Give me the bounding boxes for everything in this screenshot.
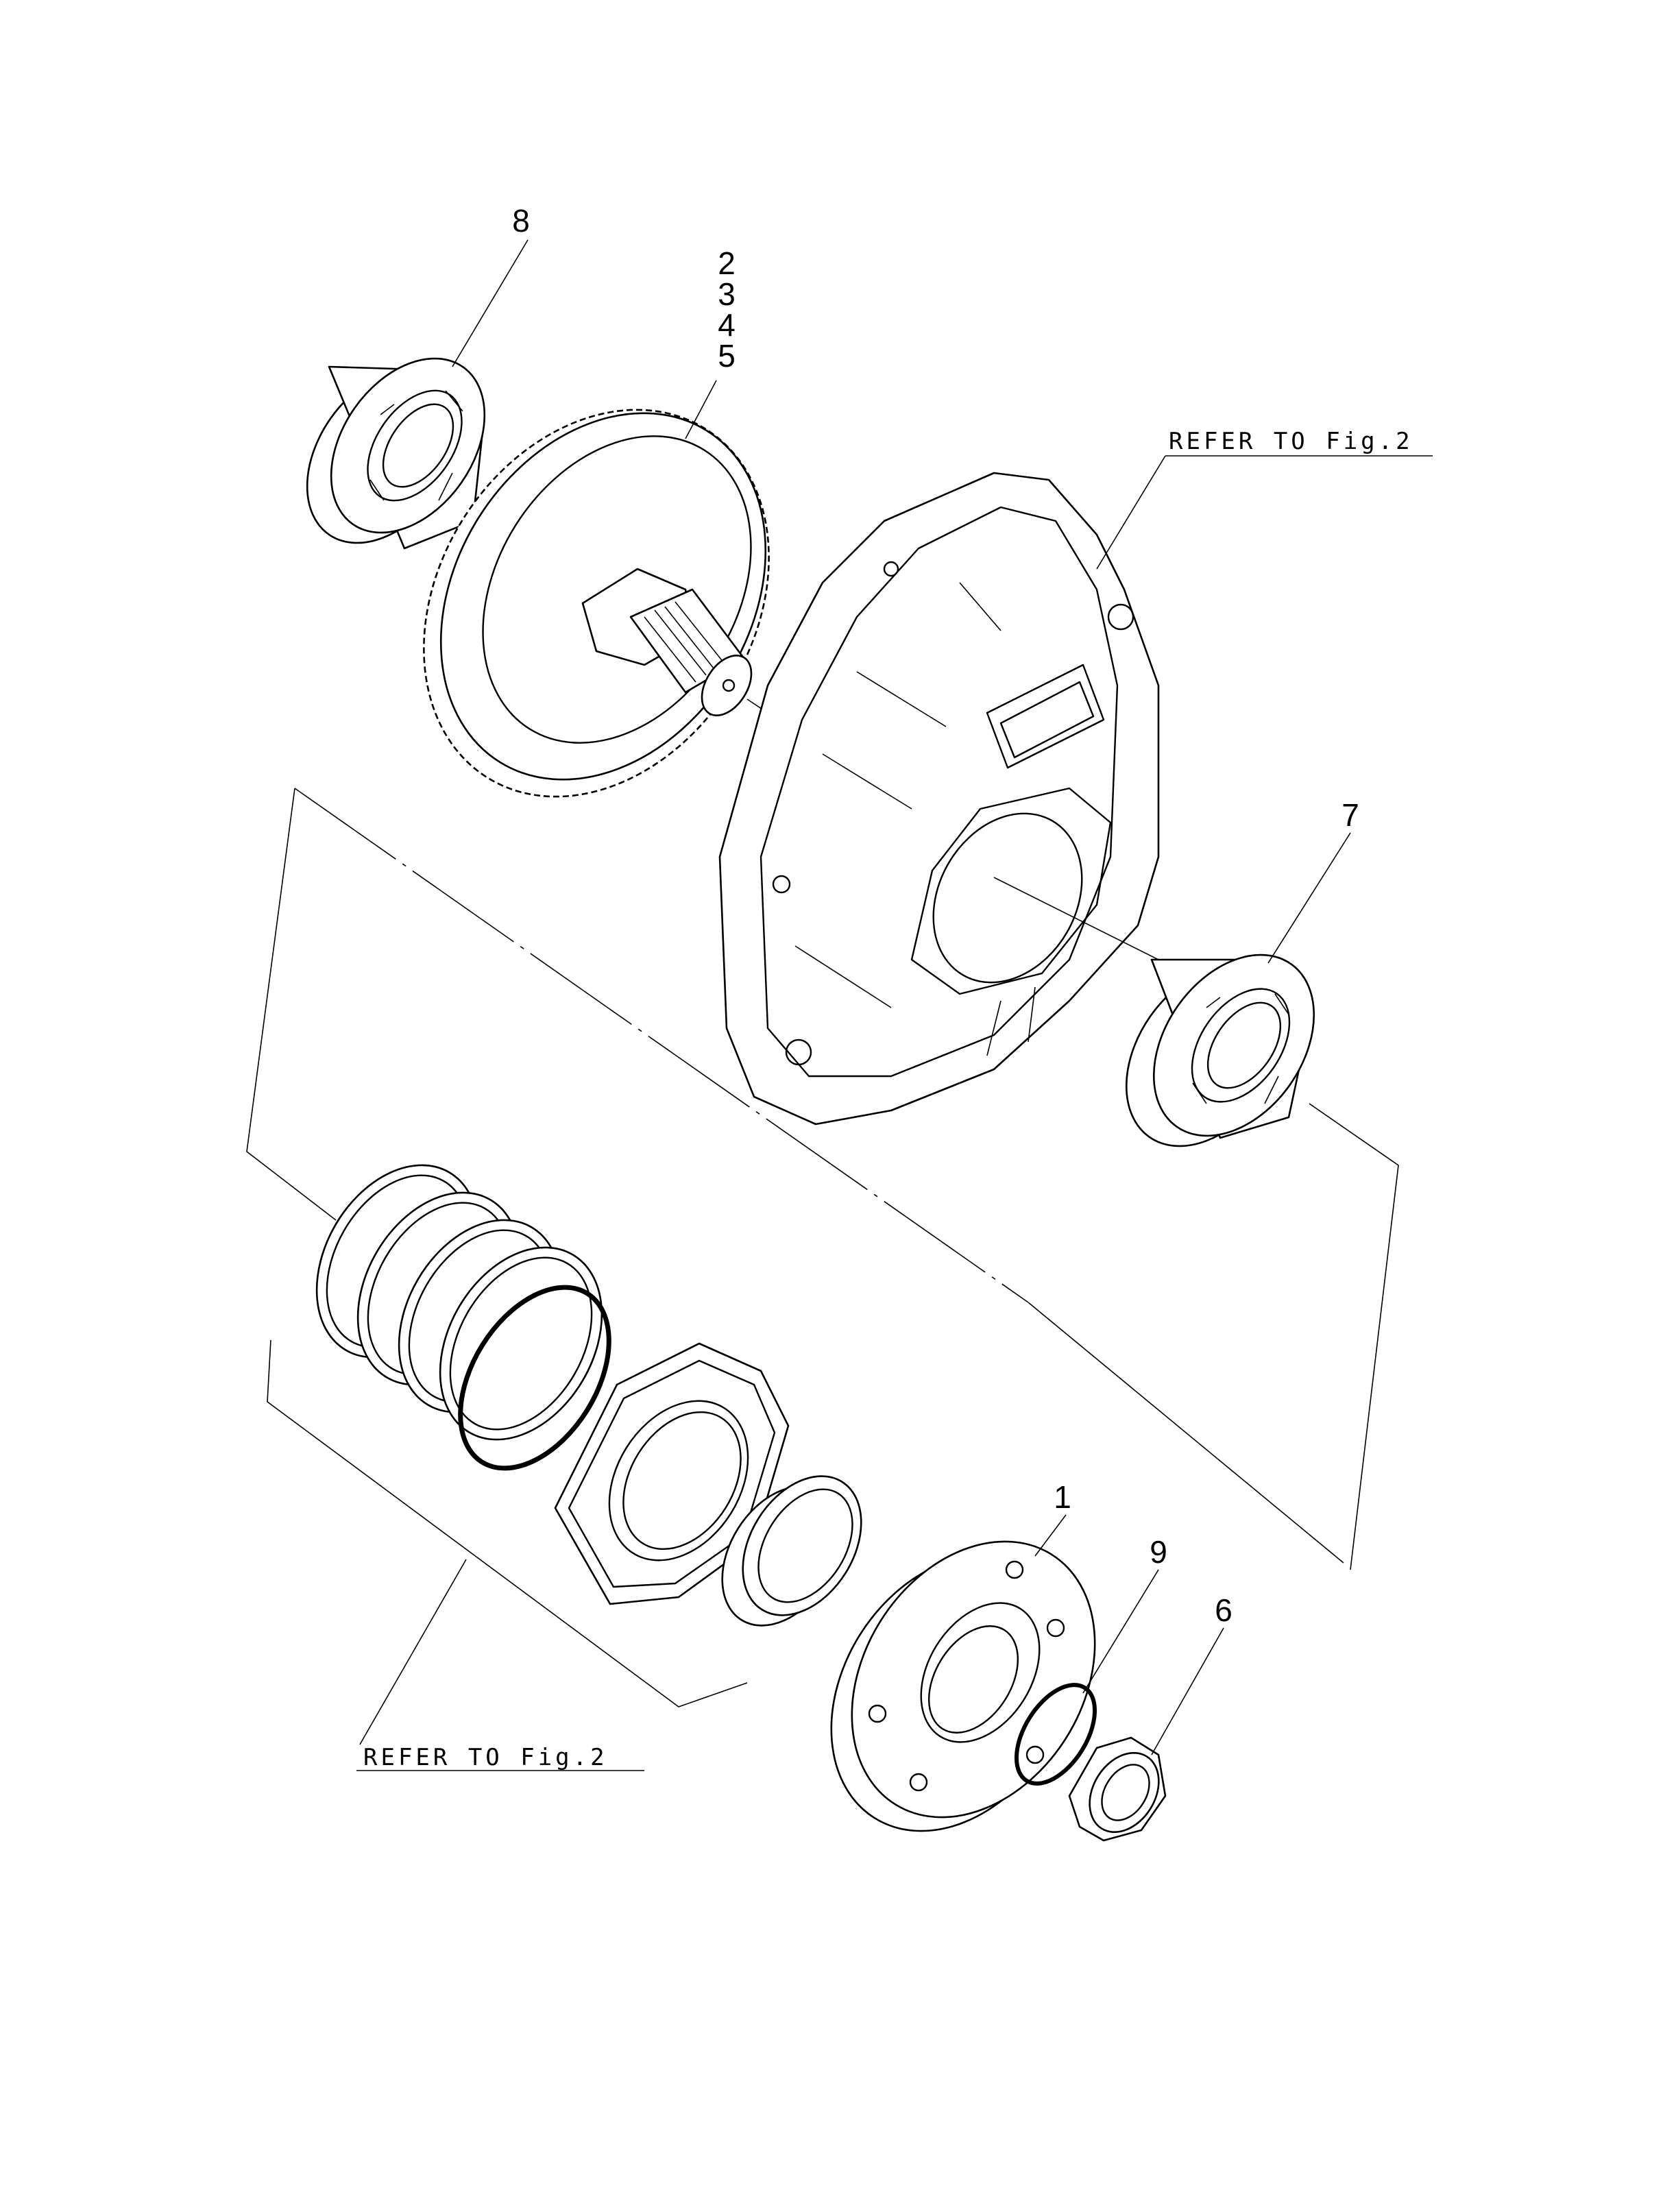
callout-4: 4 [718, 307, 736, 343]
o-ring-large-part [458, 1285, 611, 1471]
refer-fig2-top: REFER TO Fig.2 [1169, 428, 1413, 455]
retainer-plate-part [554, 1342, 790, 1605]
seal-stack-part [315, 1164, 603, 1441]
o-ring-small-part [1014, 1683, 1097, 1786]
nut-part [1068, 1736, 1167, 1842]
flange-part [830, 1540, 1096, 1832]
callout-3: 3 [718, 276, 736, 312]
callout-1: 1 [1054, 1479, 1071, 1515]
assembly-lines [246, 788, 1399, 1570]
callout-9: 9 [1150, 1534, 1167, 1570]
bearing-cup-part [721, 1475, 862, 1627]
callout-7: 7 [1341, 797, 1359, 833]
callout-2: 2 [718, 245, 736, 281]
callout-8: 8 [512, 203, 530, 239]
housing-part [718, 472, 1160, 1126]
callout-6: 6 [1215, 1592, 1232, 1628]
bottom-bracket [267, 1339, 748, 1707]
callout-5: 5 [718, 338, 736, 374]
leader-lines [359, 239, 1351, 1755]
bearing-top-part [306, 357, 486, 550]
refer-fig2-bottom: REFER TO Fig.2 [363, 1744, 608, 1771]
bearing-right-part [1125, 953, 1315, 1147]
gear-shaft-part [423, 409, 789, 798]
